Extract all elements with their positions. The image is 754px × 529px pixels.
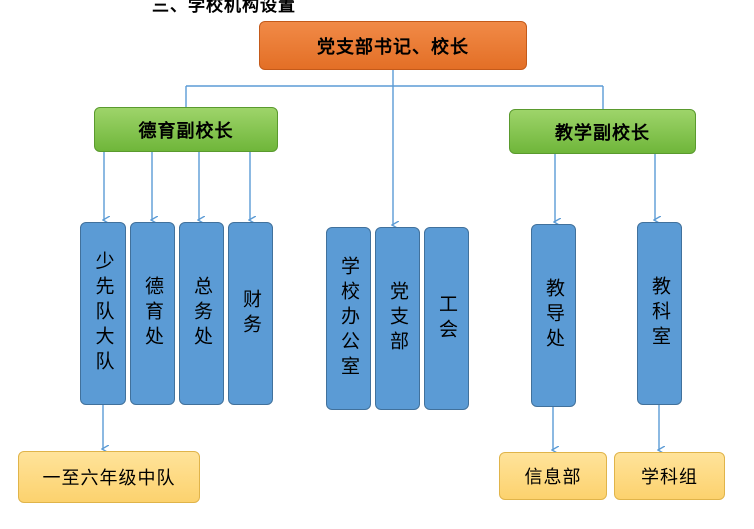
trade-union-node: 工会: [424, 227, 469, 410]
party-branch-node: 党支部: [375, 227, 420, 410]
finance-node: 财务: [228, 222, 273, 405]
general-affairs-node: 总务处: [179, 222, 224, 405]
grade-squadrons-node: 一至六年级中队: [18, 451, 200, 503]
moral-deputy-node: 德育副校长: [94, 107, 278, 152]
subject-groups-node: 学科组: [614, 452, 725, 500]
principal-node: 党支部书记、校长: [259, 21, 527, 70]
teaching-office-node: 教导处: [531, 224, 576, 407]
young-pioneers-node: 少先队大队: [80, 222, 126, 405]
school-office-node: 学校办公室: [326, 227, 371, 410]
teaching-deputy-node: 教学副校长: [509, 109, 696, 154]
section-heading: 三、学校机构设置: [152, 0, 296, 16]
moral-office-node: 德育处: [130, 222, 175, 405]
research-office-node: 教科室: [637, 222, 682, 405]
information-dept-node: 信息部: [499, 452, 607, 500]
